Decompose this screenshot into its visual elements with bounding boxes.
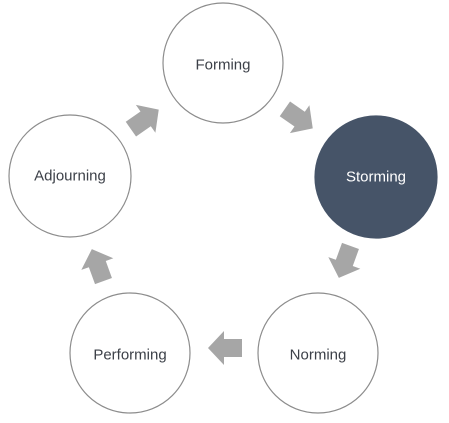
stage-adjourning-label: Adjourning [34,168,106,185]
arrow-storming-to-norming-shape [328,242,361,278]
stage-performing: Performing [69,292,191,414]
arrow-forming-to-storming-shape [279,101,313,134]
arrow-performing-to-adjourning [81,249,114,285]
stage-performing-label: Performing [93,347,166,364]
stage-norming-label: Norming [290,347,347,364]
arrow-norming-to-performing-shape [208,331,242,365]
arrow-storming-to-norming [328,242,361,278]
arrow-norming-to-performing [208,331,242,365]
stage-forming: Forming [162,2,284,124]
stage-performing-circle [69,292,191,414]
arrow-adjourning-to-forming [125,104,159,137]
stage-storming-circle [314,115,438,239]
arrow-forming-to-storming [279,101,313,134]
stage-forming-label: Forming [195,57,250,74]
stage-storming-label: Storming [346,169,406,186]
stage-storming: Storming [314,115,438,239]
stage-norming: Norming [257,292,379,414]
stage-forming-circle [162,2,284,124]
arrow-adjourning-to-forming-shape [125,104,159,137]
arrow-performing-to-adjourning-shape [81,249,114,285]
stage-norming-circle [257,292,379,414]
stage-adjourning-circle [8,114,132,238]
stage-adjourning: Adjourning [8,114,132,238]
